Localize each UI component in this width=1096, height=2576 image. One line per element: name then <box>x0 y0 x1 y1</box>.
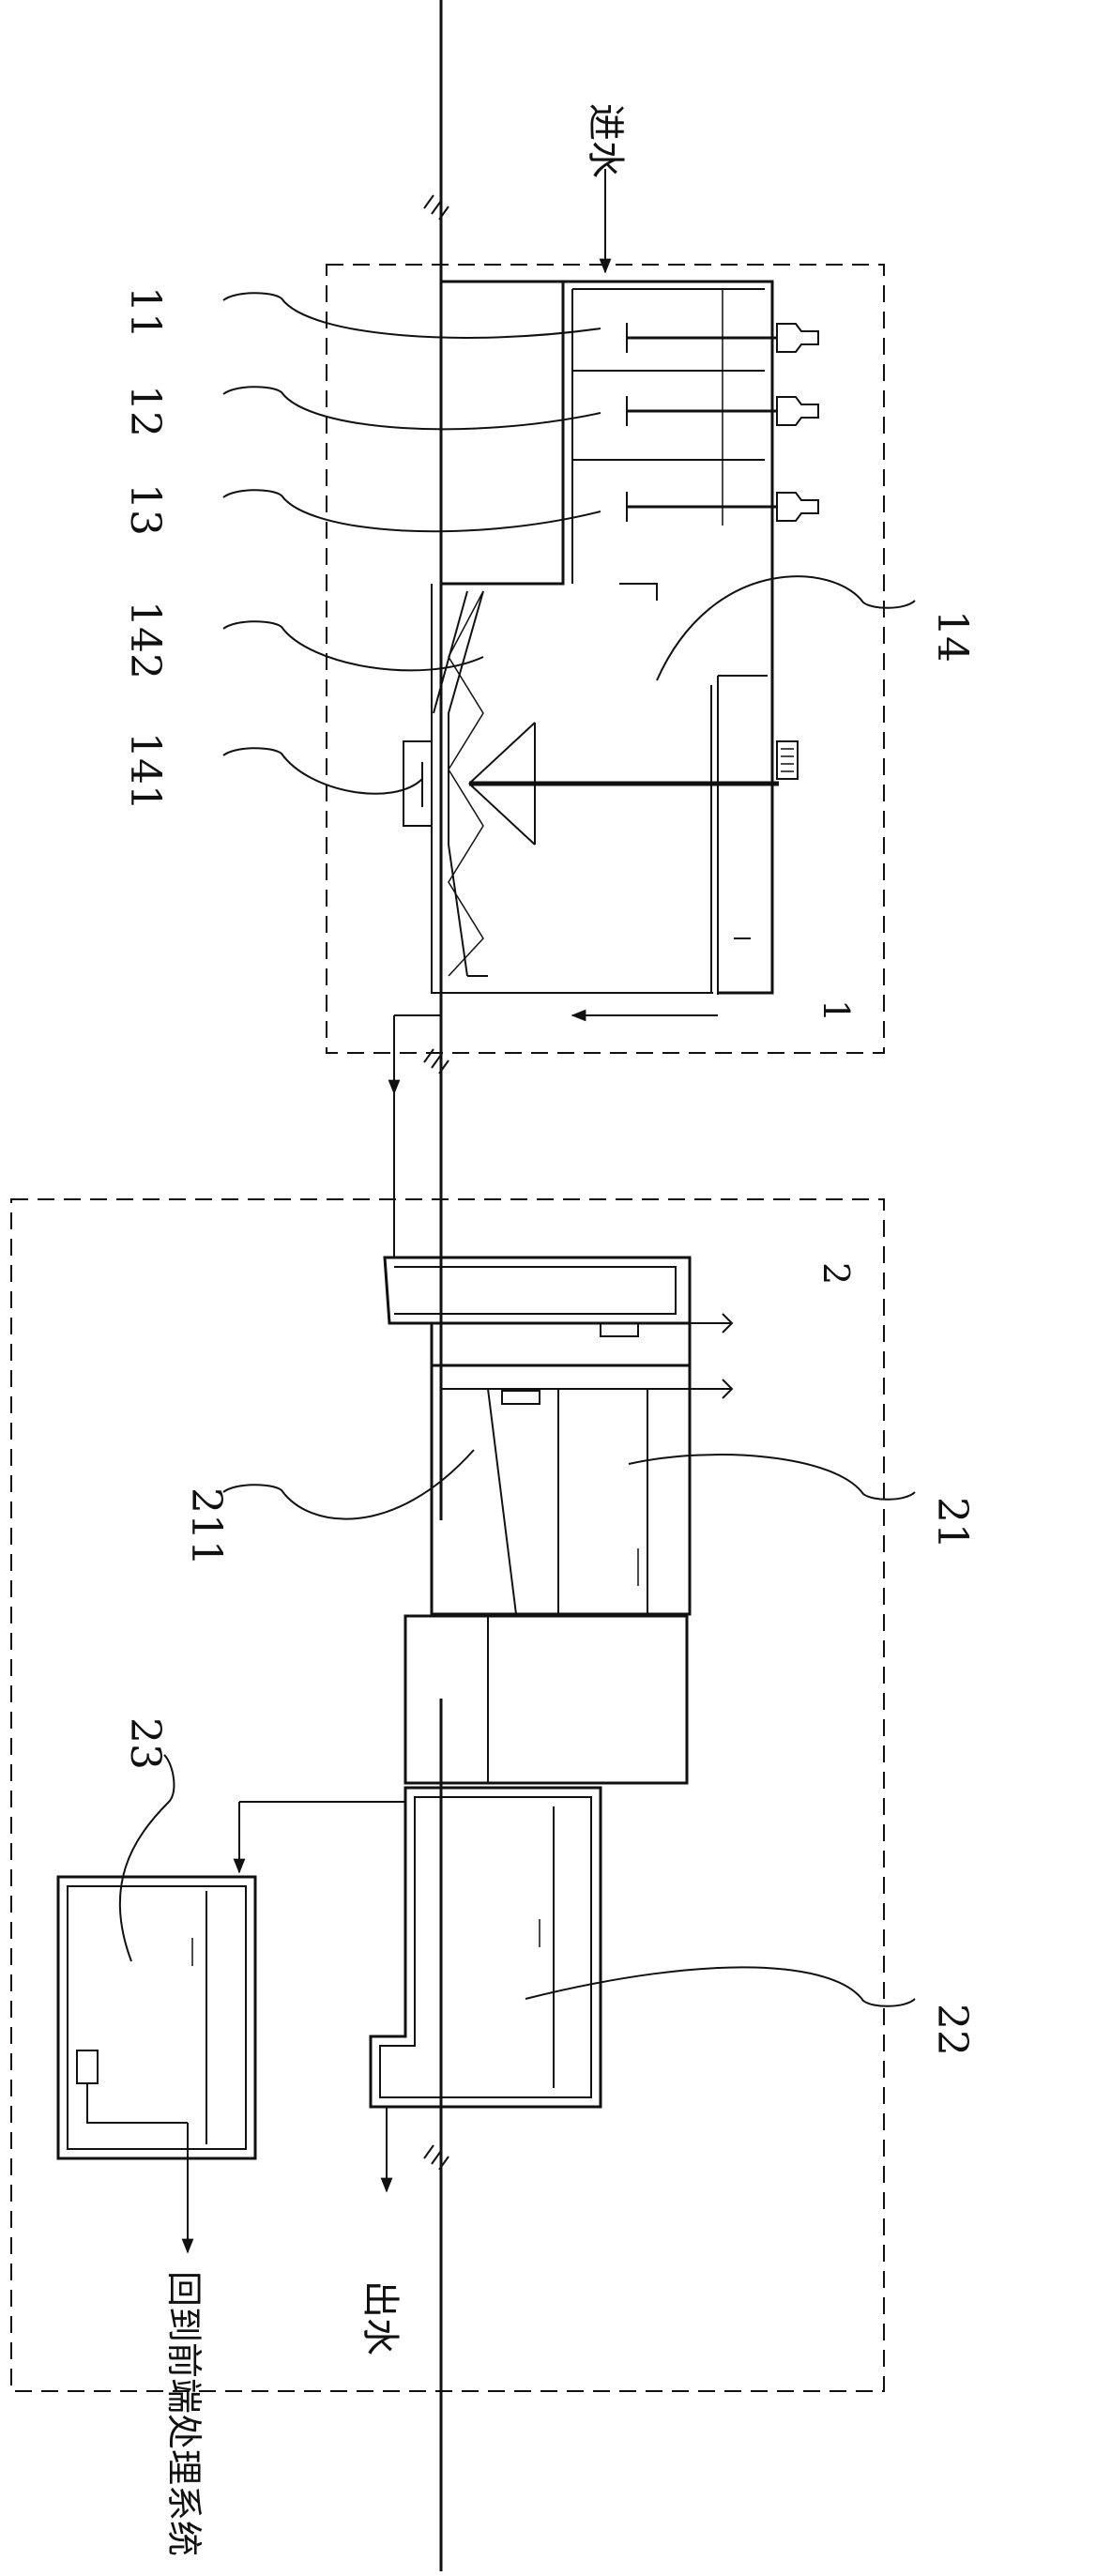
label-142: 142 <box>121 601 169 679</box>
unit-2-label: 2 <box>815 1262 857 1285</box>
clear-water-tank <box>369 1786 602 2109</box>
unit-2-boundary <box>10 1198 885 2392</box>
inlet-flow: 进水 <box>584 103 627 274</box>
label-14: 14 <box>928 610 976 663</box>
outlet-flow: 出水 <box>358 2107 402 2355</box>
label-23: 23 <box>121 1717 169 1770</box>
label-13: 13 <box>121 483 169 536</box>
sludge-pipe <box>710 675 768 995</box>
label-22: 22 <box>928 2004 976 2056</box>
mixer-icon <box>626 396 819 426</box>
label-12: 12 <box>121 385 169 437</box>
mixer-icon <box>626 323 819 353</box>
ground-hatch-marks <box>423 194 449 2171</box>
unit-1-label: 1 <box>815 999 857 1022</box>
pump-icon <box>76 2050 188 2124</box>
label-141: 141 <box>121 732 169 811</box>
filter-tank <box>383 1256 734 1616</box>
outlet-label: 出水 <box>358 2280 402 2355</box>
sludge-scraper <box>468 722 799 846</box>
unit-1-boundary <box>326 264 885 1054</box>
label-211: 211 <box>182 1487 230 1566</box>
return-tank: 回到前端处理系统 <box>56 1801 405 2556</box>
mixer-icon <box>626 492 819 522</box>
settling-tank <box>403 280 819 995</box>
inlet-label: 进水 <box>584 103 627 178</box>
label-11: 11 <box>121 286 169 339</box>
valve-icon <box>690 1313 734 1399</box>
return-label: 回到前端处理系统 <box>163 2271 205 2556</box>
collection-trough <box>403 740 432 827</box>
flow-connection <box>388 1009 718 1258</box>
backwash-tank <box>403 1614 689 1785</box>
leader-lines <box>118 292 916 2007</box>
label-21: 21 <box>928 1497 976 1549</box>
